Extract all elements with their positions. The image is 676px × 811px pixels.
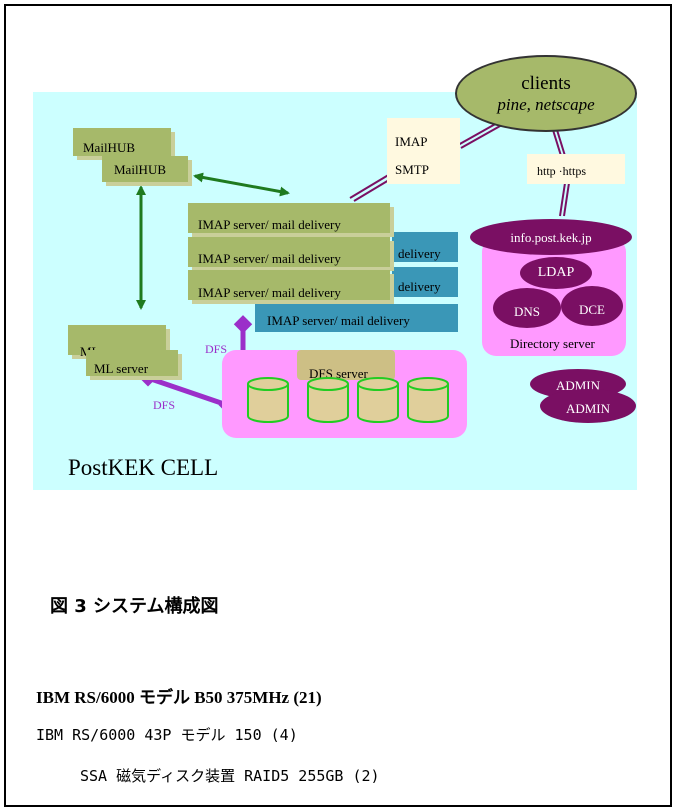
imap-smtp-box: IMAP SMTP — [387, 118, 460, 184]
host-label: info.post.kek.jp — [510, 230, 592, 245]
imap-server-label: IMAP server/ mail delivery — [198, 285, 341, 300]
disk-cylinder-icon — [407, 377, 449, 423]
imap-server-box: IMAP server/ mail delivery — [188, 237, 390, 267]
ml-server-label: ML server — [94, 361, 149, 376]
teal-server-box: delivery — [392, 232, 458, 262]
dns-oval: DNS — [493, 288, 561, 328]
cell-label: PostKEK CELL — [68, 455, 219, 480]
mailhub-box-back: MailHUB — [73, 128, 171, 156]
http-dir-link-b — [563, 182, 570, 217]
directory-server-label: Directory server — [510, 336, 595, 351]
page-frame — [4, 4, 672, 807]
figure-caption: 図 3 システム構成図 — [50, 596, 219, 617]
spec-line: IBM RS/6000 モデル B50 375MHz (21) — [36, 688, 322, 707]
imap-server-box-teal: IMAP server/ mail delivery — [255, 304, 458, 332]
imap-server-box: IMAP server/ mail delivery — [188, 203, 390, 233]
ml-server-box-front: ML server — [86, 350, 178, 376]
mailhub-label: MailHUB — [83, 140, 135, 155]
delivery-label: delivery — [398, 279, 441, 294]
clients-subtitle: pine, netscape — [497, 95, 595, 114]
http-dir-link-a — [559, 182, 566, 217]
imap-server-box: IMAP server/ mail delivery — [188, 270, 390, 300]
spec-line: SSA 磁気ディスク装置 RAID5 255GB (2) — [80, 767, 380, 785]
clients-oval: clients pine, netscape — [455, 55, 637, 132]
mailhub-label: MailHUB — [114, 162, 166, 177]
host-oval: info.post.kek.jp — [470, 219, 632, 255]
http-box: http ·https — [527, 154, 625, 184]
admin-oval-front: ADMIN — [540, 389, 636, 423]
ldap-oval: LDAP — [520, 257, 592, 289]
dfs-ml-link — [147, 375, 228, 408]
dns-label: DNS — [513, 304, 540, 319]
spec-line: IBM RS/6000 43P モデル 150 (4) — [36, 726, 298, 744]
admin-label: ADMIN — [565, 401, 611, 416]
dfs-server-box: DFS server — [297, 350, 395, 381]
delivery-label: delivery — [398, 246, 441, 261]
smtp-label: SMTP — [395, 162, 429, 177]
imap-server-label: IMAP server/ mail delivery — [198, 251, 341, 266]
dfs-label: DFS — [153, 398, 176, 412]
disk-cylinder-icon — [357, 377, 399, 423]
disk-cylinder-icon — [247, 377, 289, 423]
dfs-label: DFS — [205, 342, 228, 356]
disk-array — [247, 377, 449, 423]
ldap-label: LDAP — [537, 265, 575, 280]
imap-server-label: IMAP server/ mail delivery — [198, 217, 341, 232]
teal-server-box: delivery — [392, 267, 458, 297]
dce-oval: DCE — [561, 286, 623, 326]
imap-label: IMAP — [395, 134, 428, 149]
imap-server-label: IMAP server/ mail delivery — [267, 313, 410, 328]
mailhub-imap-arrow — [193, 172, 290, 197]
dce-label: DCE — [579, 302, 605, 317]
disk-cylinder-icon — [307, 377, 349, 423]
clients-title: clients — [521, 73, 571, 94]
mailhub-box-front: MailHUB — [102, 156, 188, 182]
http-label: http ·https — [537, 164, 587, 178]
